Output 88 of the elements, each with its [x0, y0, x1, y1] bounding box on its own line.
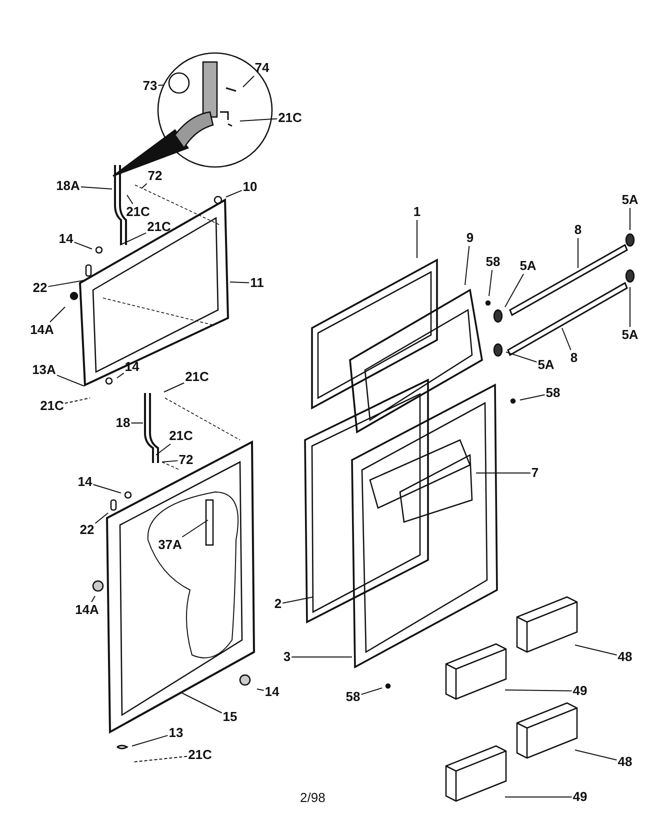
callout-number: 74 [254, 61, 270, 75]
leader-line [230, 282, 250, 284]
callout-number: 8 [570, 351, 578, 365]
callout-number: 5A [520, 259, 536, 273]
leader-line [360, 688, 382, 695]
callout-number: 21C [126, 205, 150, 219]
leader-line [64, 398, 90, 404]
page-note: 2/98 [300, 790, 326, 805]
leader-line [132, 734, 168, 746]
callout-number: 18 [116, 416, 130, 430]
leader-line [416, 220, 418, 258]
callout-number: 2 [274, 597, 282, 611]
callout-number: 72 [178, 453, 194, 467]
leader-line [162, 460, 178, 462]
leader-line [476, 472, 531, 474]
leader-line [91, 596, 96, 602]
leader-line [256, 688, 264, 691]
leader-line [506, 352, 538, 362]
leader-line [48, 280, 86, 288]
leader-line [92, 484, 122, 494]
callout-number: 49 [572, 790, 588, 804]
callout-number: 3 [283, 650, 291, 664]
leader-line [574, 644, 618, 656]
leader-line [126, 194, 134, 204]
callout-number: 48 [618, 650, 632, 664]
callout-number: 22 [32, 281, 48, 295]
callout-number: 14 [78, 475, 92, 489]
callout-number: 49 [572, 684, 588, 698]
leader-line [156, 444, 171, 456]
callout-number: 21C [169, 429, 193, 443]
callout-number: 21C [40, 399, 64, 413]
callout-number: 21C [278, 111, 302, 125]
leader-line [182, 692, 222, 714]
leader-line [574, 750, 618, 761]
callout-number: 48 [618, 755, 632, 769]
leader-line [562, 328, 572, 350]
leader-line [504, 796, 572, 798]
callout-number: 72 [148, 169, 162, 183]
callout-number: 11 [250, 276, 264, 290]
leader-line [94, 512, 108, 524]
leader-line [504, 274, 524, 308]
leader-line [132, 756, 188, 762]
callout-number: 14 [58, 232, 74, 246]
leader-line [464, 246, 470, 286]
callout-number: 14A [75, 603, 99, 617]
callout-number: 5A [538, 358, 554, 372]
callout-number: 5A [622, 328, 638, 342]
leader-line [520, 394, 546, 400]
callout-number: 14 [264, 685, 280, 699]
callout-number: 21C [185, 370, 209, 384]
callout-number: 14A [30, 323, 54, 337]
leader-line [116, 372, 124, 378]
leader-line [226, 190, 242, 198]
callout-number: 9 [466, 231, 474, 245]
leader-line [56, 374, 84, 386]
leader-line [242, 76, 254, 88]
callout-number: 7 [531, 466, 539, 480]
leader-line [182, 520, 208, 538]
callout-number: 14 [124, 360, 140, 374]
callout-number: 1 [413, 205, 421, 219]
callout-number: 13 [168, 726, 184, 740]
callout-number: 15 [222, 710, 238, 724]
leader-line [80, 186, 112, 190]
leader-line [282, 596, 314, 604]
callout-number: 22 [80, 523, 94, 537]
callout-number: 37A [158, 538, 182, 552]
callout-number: 73 [142, 79, 158, 93]
leader-line [50, 306, 66, 322]
callout-number: 10 [242, 180, 258, 194]
leader-line [158, 84, 164, 86]
leader-line [120, 232, 147, 246]
leader-line [164, 382, 185, 392]
callout-number: 13A [32, 363, 56, 377]
callout-number: 58 [486, 255, 500, 269]
callout-number: 58 [346, 690, 360, 704]
leader-line [74, 242, 92, 250]
callout-number: 21C [147, 220, 171, 234]
callout-number: 18A [56, 179, 80, 193]
callout-number: 21C [188, 748, 212, 762]
leader-line [130, 422, 144, 424]
leader-line [240, 118, 278, 122]
callout-number: 58 [546, 386, 560, 400]
callout-number: 8 [574, 223, 582, 237]
leader-line [142, 183, 148, 188]
leader-line [291, 656, 352, 658]
leader-line [488, 270, 493, 296]
leader-line [504, 690, 572, 692]
callout-number: 5A [622, 193, 638, 207]
